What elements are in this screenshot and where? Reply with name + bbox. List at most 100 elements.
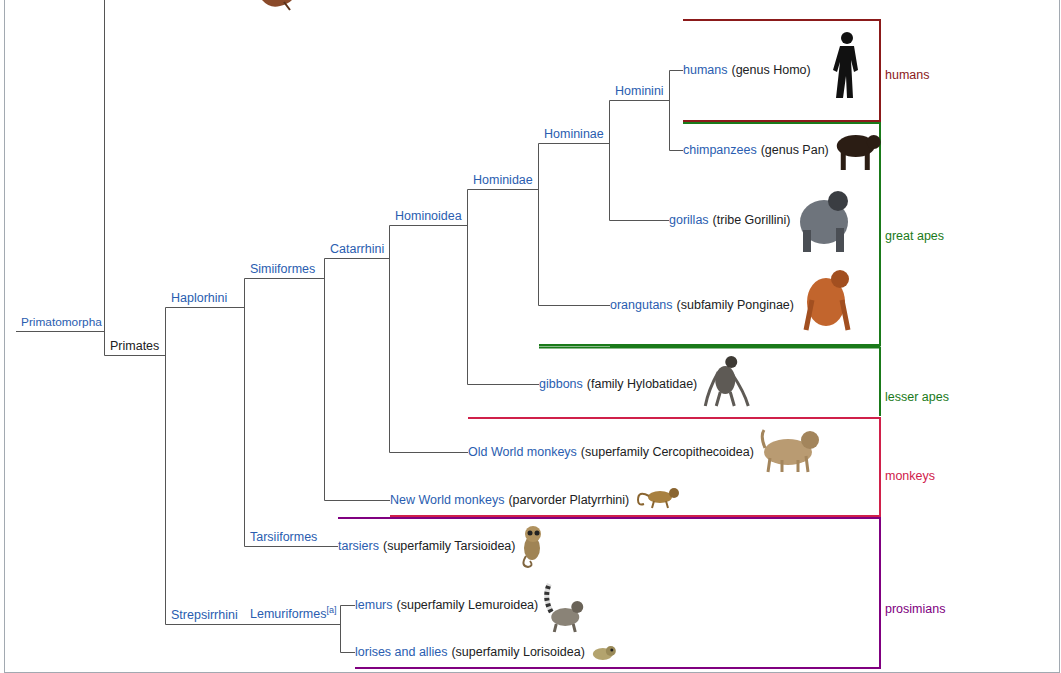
human-icon bbox=[841, 32, 853, 44]
monkey-icon bbox=[638, 494, 668, 508]
clade-name: Catarrhini bbox=[330, 242, 384, 256]
clade-name: Haplorhini bbox=[171, 291, 227, 305]
loris-icon bbox=[606, 646, 616, 656]
clade-label: Primatomorpha bbox=[16, 315, 105, 332]
loris-icon bbox=[593, 646, 616, 660]
clade-label: Tarsiiformes bbox=[245, 530, 325, 547]
baboon-icon bbox=[801, 431, 819, 449]
tree-branch bbox=[538, 144, 540, 190]
tree-branch bbox=[341, 625, 356, 653]
taxon-name: lorises and allies bbox=[355, 645, 447, 659]
tree-branch bbox=[609, 101, 611, 144]
clade-label: Catarrhini bbox=[325, 242, 390, 259]
group-label: great apes bbox=[885, 229, 944, 244]
lemur-icon bbox=[554, 624, 575, 632]
group-label: prosimians bbox=[885, 602, 945, 617]
taxon-label: humans(genus Homo) bbox=[683, 63, 811, 78]
tree-branch bbox=[104, 0, 105, 332]
tree-branch bbox=[468, 226, 540, 385]
lemur-icon bbox=[571, 601, 583, 613]
human-icon bbox=[833, 32, 858, 98]
clade-label: Hominini bbox=[610, 84, 670, 101]
group-bracket bbox=[683, 20, 880, 121]
orangutan-icon bbox=[806, 270, 849, 330]
taxon-rank: (superfamily Cercopithecoidea) bbox=[581, 445, 754, 459]
tree-branch bbox=[610, 144, 670, 221]
clade-name: Hominidae bbox=[473, 173, 533, 187]
tree-branch bbox=[325, 546, 339, 547]
group-bracket bbox=[539, 123, 880, 345]
taxon-rank: (tribe Gorillini) bbox=[713, 213, 791, 227]
partial-animal-icon bbox=[262, 0, 292, 10]
clade-label: Hominidae bbox=[468, 173, 539, 190]
tarsier-icon bbox=[525, 526, 541, 542]
taxon-label: tarsiers (superfamily Tarsioidea) bbox=[338, 539, 515, 554]
group-bracket bbox=[390, 418, 880, 516]
clade-label: Lemuriformes[a] bbox=[245, 607, 341, 625]
taxon-rank: (family Hylobatidae) bbox=[587, 377, 697, 391]
group-bracket bbox=[338, 20, 880, 668]
chimpanzee-icon bbox=[867, 135, 881, 149]
taxon-label: lorises and allies(superfamily Lorisoide… bbox=[355, 645, 585, 660]
monkey-icon bbox=[669, 488, 679, 498]
gorilla-icon bbox=[828, 191, 848, 211]
taxon-name: tarsiers bbox=[338, 539, 379, 553]
tree-branch bbox=[244, 308, 246, 547]
gibbon-icon bbox=[705, 356, 748, 406]
monkey-icon bbox=[638, 488, 679, 508]
taxon-rank: (superfamily Tarsioidea) bbox=[383, 539, 515, 553]
loris-icon bbox=[610, 649, 613, 652]
gorilla-icon bbox=[803, 230, 811, 252]
clade-label: Simiiformes bbox=[245, 262, 325, 279]
taxon-name: orangutans bbox=[610, 298, 673, 312]
tree-branch bbox=[244, 279, 246, 308]
taxon-rank: (parvorder Platyrrhini) bbox=[508, 493, 629, 507]
group-label: humans bbox=[885, 68, 929, 83]
orangutan-icon bbox=[806, 300, 848, 330]
chimpanzee-icon bbox=[865, 150, 870, 170]
taxon-name: chimpanzees bbox=[683, 143, 757, 157]
taxon-label: gibbons (family Hylobatidae) bbox=[539, 377, 697, 392]
gibbon-icon bbox=[725, 356, 737, 368]
clade-name: Hominoidea bbox=[395, 209, 462, 223]
clade-label: Homininae bbox=[539, 127, 610, 144]
lemur-icon bbox=[547, 584, 584, 632]
tree-branch bbox=[670, 71, 684, 101]
tarsier-icon bbox=[523, 556, 531, 567]
group-bracket bbox=[539, 348, 880, 417]
taxon-rank: (genus Pan) bbox=[761, 143, 829, 157]
tree-branch bbox=[389, 226, 391, 259]
taxon-name: Old World monkeys bbox=[468, 445, 577, 459]
human-icon bbox=[833, 46, 858, 98]
clade-name: Primates bbox=[110, 339, 159, 353]
tree-branch bbox=[390, 259, 469, 453]
taxon-name: gorillas bbox=[669, 213, 709, 227]
taxon-name: gibbons bbox=[539, 377, 583, 391]
lemur-icon bbox=[547, 584, 552, 612]
taxon-rank: (superfamily Lemuroidea) bbox=[397, 598, 539, 612]
tarsier-icon bbox=[523, 526, 541, 567]
baboon-icon bbox=[762, 430, 819, 472]
taxon-label: New World monkeys(parvorder Platyrrhini) bbox=[390, 493, 629, 508]
tree-branch bbox=[467, 190, 469, 226]
tarsier-icon bbox=[528, 531, 533, 536]
chimpanzee-icon bbox=[837, 135, 881, 170]
clade-label: Haplorhini bbox=[166, 291, 245, 308]
partial-animal-icon bbox=[284, 2, 290, 10]
gorilla-icon bbox=[836, 228, 844, 252]
tree-branch bbox=[165, 356, 167, 625]
clade-name: Strepsirrhini bbox=[171, 608, 238, 622]
frame bbox=[5, 0, 1060, 673]
clade-name: Homininae bbox=[544, 127, 604, 141]
taxon-label: orangutans (subfamily Ponginae) bbox=[610, 298, 794, 313]
gorilla-icon bbox=[800, 191, 848, 252]
taxon-rank: (subfamily Ponginae) bbox=[677, 298, 794, 312]
taxon-label: Old World monkeys (superfamily Cercopithe… bbox=[468, 445, 754, 460]
clade-label: Strepsirrhini bbox=[166, 608, 245, 625]
clade-name: Simiiformes bbox=[250, 262, 315, 276]
clade-name: Lemuriformes bbox=[250, 607, 326, 621]
